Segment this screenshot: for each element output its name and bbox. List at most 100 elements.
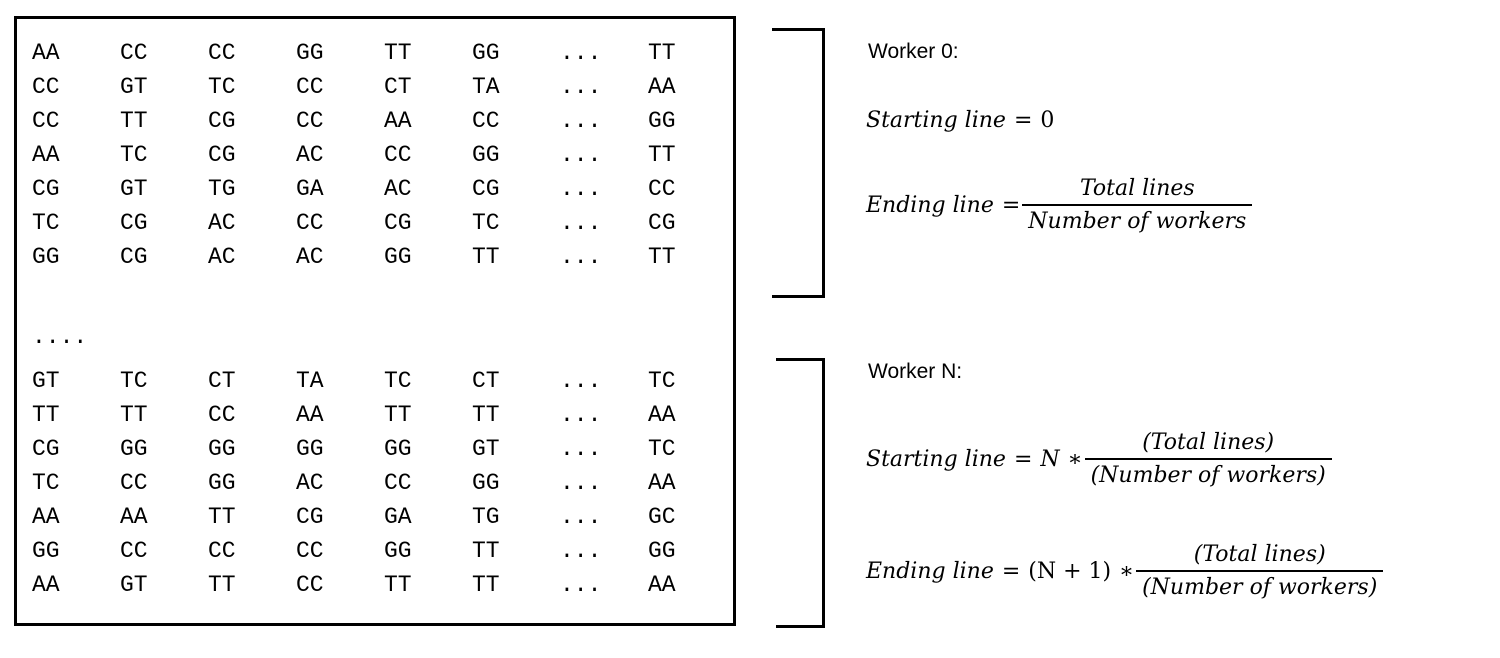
genotype-cell: GG (472, 470, 500, 496)
genotype-cell: GT (472, 436, 500, 462)
genotype-cell: CG (208, 142, 236, 168)
genotype-cell: CT (472, 368, 500, 394)
genotype-cell: CC (120, 40, 148, 66)
worker-0-title: Worker 0: (868, 40, 959, 63)
multiplier-n-plus-1: (N + 1) (1028, 558, 1112, 584)
genotype-cell: GG (472, 40, 500, 66)
genotype-cell: TT (32, 402, 60, 428)
genotype-cell: AA (32, 142, 60, 168)
genotype-cell: CG (472, 176, 500, 202)
equals-sign: = (1001, 558, 1021, 584)
genotype-cell: GG (208, 470, 236, 496)
genotype-cell: ... (560, 142, 602, 168)
worker-0-bracket (772, 28, 825, 298)
genotype-cell: TT (472, 538, 500, 564)
genotype-cell: GG (384, 436, 412, 462)
worker-n-ending-line-formula: Ending line = (N + 1) ∗ (Total lines) (N… (866, 542, 1385, 600)
genotype-cell: AA (648, 402, 676, 428)
genotype-cell: GG (384, 538, 412, 564)
genotype-cell: AA (648, 572, 676, 598)
equals-sign: = (1013, 108, 1033, 133)
worker-0-starting-line-formula: Starting line = 0 (866, 108, 1054, 133)
genotype-cell: ... (560, 436, 602, 462)
fraction-denominator: Number of workers (1022, 204, 1253, 234)
genotype-cell: CC (472, 108, 500, 134)
worker-0-ending-line-formula: Ending line = Total lines Number of work… (866, 176, 1254, 234)
genotype-cell: GG (648, 108, 676, 134)
genotype-cell: CG (32, 176, 60, 202)
genotype-cell: AC (296, 244, 324, 270)
genotype-cell: CG (120, 244, 148, 270)
genotype-cell: CC (208, 538, 236, 564)
genotype-cell: TC (32, 210, 60, 236)
genotype-cell: AC (296, 470, 324, 496)
starting-line-fraction: (Total lines) (Number of workers) (1084, 430, 1332, 488)
genotype-cell: ... (560, 572, 602, 598)
genotype-cell: TC (120, 142, 148, 168)
worker-n-bracket (776, 358, 825, 628)
genotype-cell: CG (120, 210, 148, 236)
genotype-cell: GG (648, 538, 676, 564)
multiplier-n: N (1040, 446, 1060, 472)
genotype-cell: AA (296, 402, 324, 428)
multiply-sign: ∗ (1067, 446, 1083, 472)
genotype-cell: CC (32, 108, 60, 134)
genotype-cell: AC (208, 210, 236, 236)
genotype-cell: TC (120, 368, 148, 394)
genotype-cell: ... (560, 538, 602, 564)
genotype-cell: AA (32, 572, 60, 598)
genotype-cell: TT (648, 142, 676, 168)
genotype-cell: TG (208, 176, 236, 202)
genotype-cell: CC (384, 470, 412, 496)
genotype-cell: TT (648, 244, 676, 270)
genotype-cell: CC (208, 40, 236, 66)
genotype-cell: TT (384, 40, 412, 66)
genotype-cell: AA (648, 470, 676, 496)
genotype-cell: GG (384, 244, 412, 270)
genotype-cell: TC (32, 470, 60, 496)
multiply-sign: ∗ (1119, 558, 1135, 584)
fraction-numerator: (Total lines) (1193, 542, 1326, 567)
rows-ellipsis: .... (32, 324, 88, 350)
genotype-cell: TA (296, 368, 324, 394)
genotype-cell: CT (208, 368, 236, 394)
fraction-denominator: (Number of workers) (1084, 458, 1332, 488)
genotype-cell: TC (648, 368, 676, 394)
genotype-cell: GT (120, 74, 148, 100)
genotype-cell: CT (384, 74, 412, 100)
genotype-cell: CG (384, 210, 412, 236)
genotype-cell: AA (120, 504, 148, 530)
equals-sign: = (1013, 446, 1033, 472)
genotype-cell: GG (296, 436, 324, 462)
ending-line-label: Ending line (866, 558, 994, 584)
fraction-numerator: Total lines (1079, 176, 1195, 201)
genotype-cell: AC (208, 244, 236, 270)
starting-line-value: 0 (1040, 108, 1055, 133)
genotype-cell: ... (560, 368, 602, 394)
genotype-cell: CC (208, 402, 236, 428)
genotype-cell: CC (296, 572, 324, 598)
genotype-cell: CC (120, 470, 148, 496)
genotype-cell: AA (32, 40, 60, 66)
genotype-cell: AA (384, 108, 412, 134)
genotype-cell: TA (472, 74, 500, 100)
genotype-cell: TT (208, 504, 236, 530)
genotype-cell: TT (472, 572, 500, 598)
genotype-cell: CC (296, 210, 324, 236)
genotype-cell: GT (120, 572, 148, 598)
genotype-cell: TT (648, 40, 676, 66)
genotype-cell: CC (32, 74, 60, 100)
fraction-numerator: (Total lines) (1142, 430, 1275, 455)
ending-line-label: Ending line (866, 192, 994, 218)
genotype-cell: GG (32, 538, 60, 564)
genotype-cell: TC (208, 74, 236, 100)
